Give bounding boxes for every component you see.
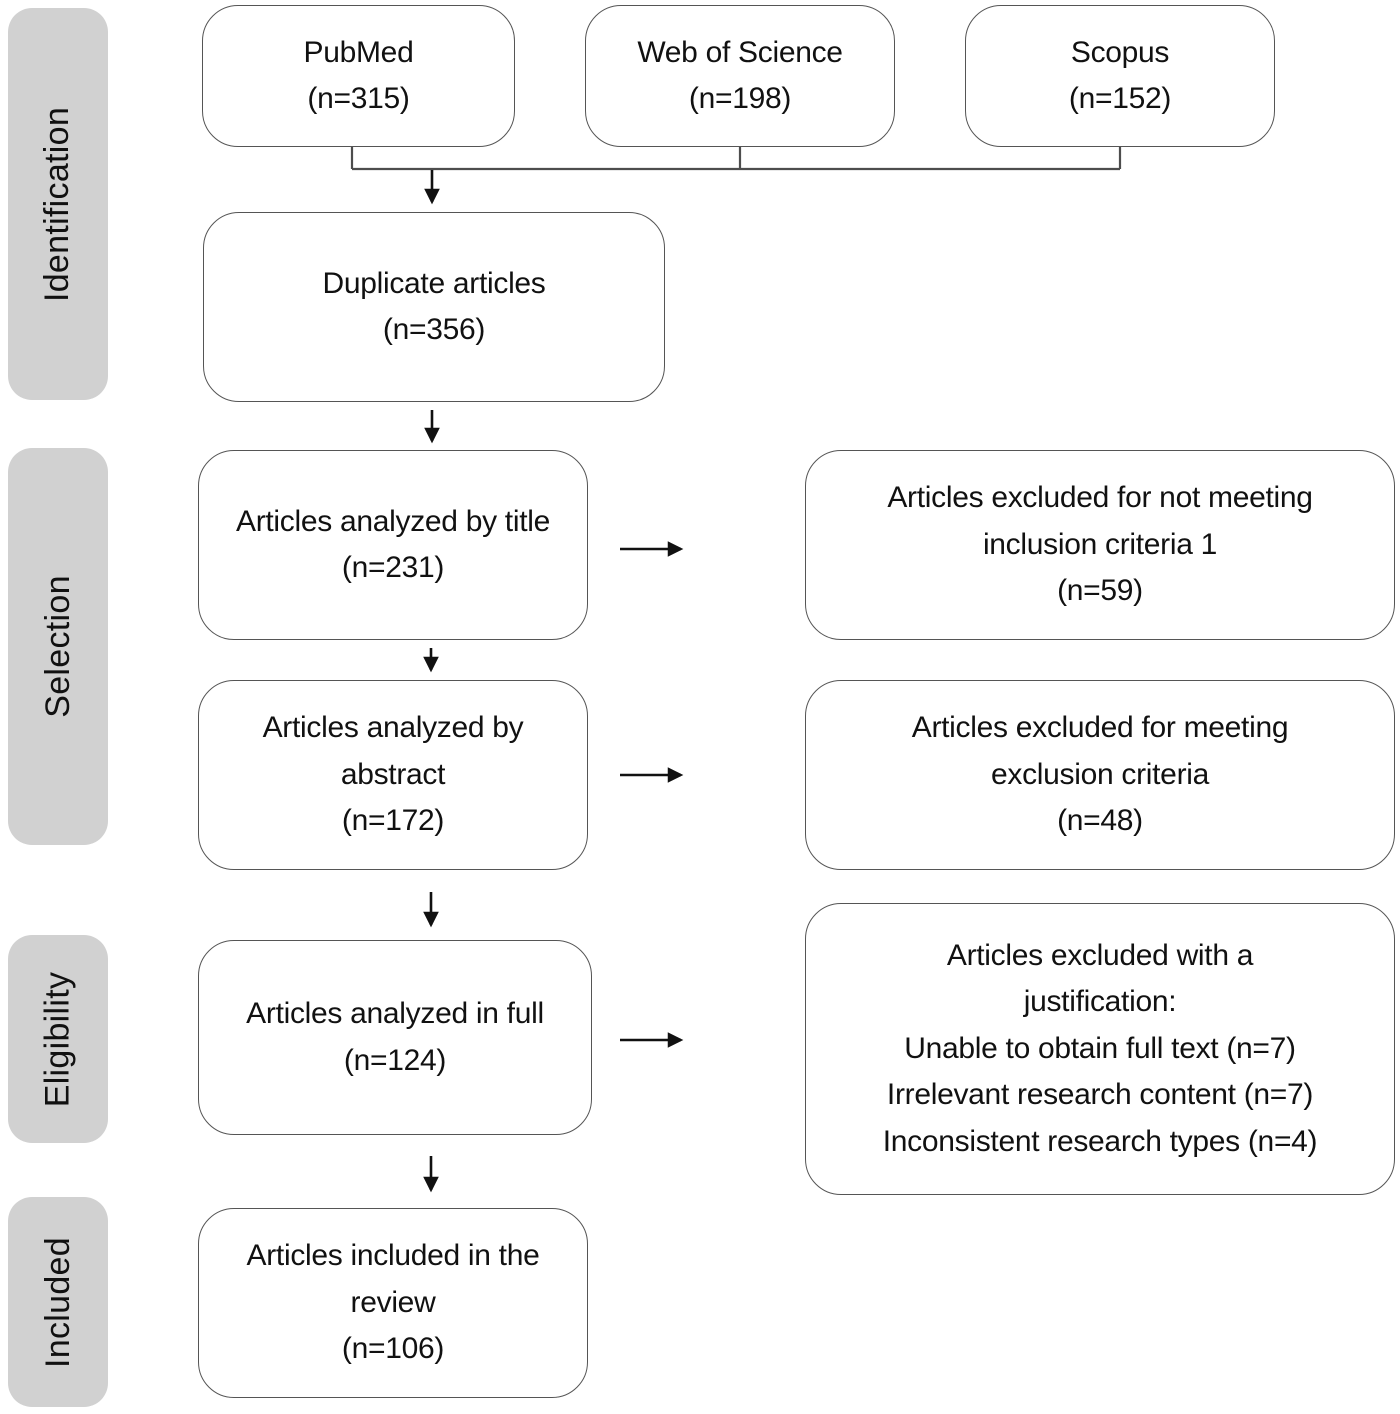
- box-text: Irrelevant research content (n=7): [886, 1078, 1314, 1112]
- box-text: Articles included in the: [246, 1239, 540, 1273]
- box-text: Unable to obtain full text (n=7): [904, 1031, 1296, 1065]
- flow-box-analyzed-by-title: Articles analyzed by title (n=231): [198, 450, 588, 640]
- source-box-pubmed: PubMed (n=315): [202, 5, 515, 147]
- flow-box-analyzed-by-abstract: Articles analyzed by abstract (n=172): [198, 680, 588, 870]
- box-text: Articles analyzed by title: [235, 504, 550, 538]
- source-name: Web of Science: [637, 35, 843, 69]
- box-text: Articles excluded with a: [946, 938, 1254, 972]
- stage-label-included: Included: [8, 1197, 108, 1407]
- flow-box-duplicate-articles: Duplicate articles (n=356): [203, 212, 665, 402]
- source-count: (n=152): [1068, 82, 1172, 115]
- source-box-web-of-science: Web of Science (n=198): [585, 5, 895, 147]
- stage-label-eligibility-text: Eligibility: [38, 971, 77, 1107]
- exclusion-box-exclusion-criteria: Articles excluded for meeting exclusion …: [805, 680, 1395, 870]
- stage-label-selection: Selection: [8, 448, 108, 845]
- box-count: (n=48): [1057, 804, 1143, 838]
- flow-box-analyzed-in-full: Articles analyzed in full (n=124): [198, 940, 592, 1135]
- source-name: Scopus: [1070, 35, 1170, 69]
- box-count: (n=172): [341, 804, 445, 838]
- box-count: (n=356): [382, 313, 486, 346]
- stage-label-included-text: Included: [38, 1236, 77, 1368]
- stage-label-eligibility: Eligibility: [8, 935, 108, 1143]
- box-text: Articles analyzed by: [262, 711, 524, 745]
- exclusion-box-inclusion-criteria: Articles excluded for not meeting inclus…: [805, 450, 1395, 640]
- source-count: (n=198): [688, 82, 792, 115]
- box-count: (n=231): [341, 551, 445, 584]
- box-text: inclusion criteria 1: [982, 527, 1218, 561]
- box-text: exclusion criteria: [990, 757, 1210, 791]
- box-text: Duplicate articles: [322, 266, 546, 300]
- box-text: Inconsistent research types (n=4): [882, 1124, 1318, 1158]
- box-count: (n=106): [341, 1332, 445, 1366]
- stage-label-selection-text: Selection: [38, 575, 77, 718]
- source-box-scopus: Scopus (n=152): [965, 5, 1275, 147]
- box-count: (n=59): [1057, 574, 1143, 608]
- stage-label-identification-text: Identification: [38, 106, 77, 302]
- box-text: Articles excluded for not meeting: [887, 481, 1313, 515]
- box-text: Articles analyzed in full: [246, 997, 544, 1030]
- box-count: (n=124): [343, 1043, 447, 1077]
- exclusion-box-justification: Articles excluded with a justification: …: [805, 903, 1395, 1195]
- stage-label-identification: Identification: [8, 8, 108, 400]
- box-text: Articles excluded for meeting: [911, 711, 1289, 745]
- source-name: PubMed: [303, 35, 414, 69]
- box-text: abstract: [340, 757, 446, 791]
- flow-box-included-in-review: Articles included in the review (n=106): [198, 1208, 588, 1398]
- box-text: justification:: [1023, 985, 1177, 1019]
- sources-merge-connector: [350, 147, 1122, 171]
- box-text: review: [350, 1285, 436, 1319]
- source-count: (n=315): [307, 82, 410, 115]
